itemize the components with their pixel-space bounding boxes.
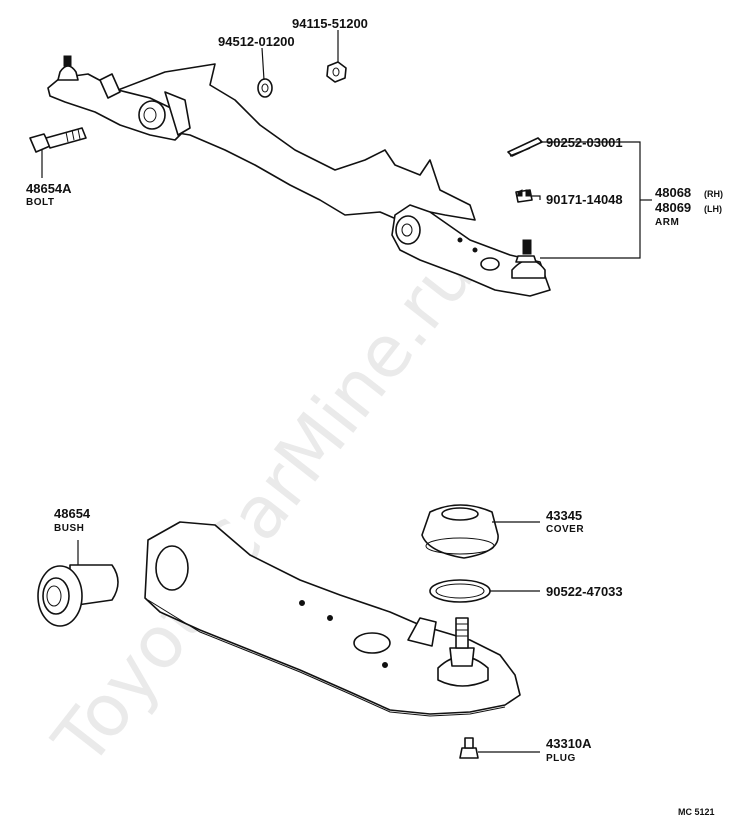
arm-right-rivet bbox=[472, 247, 478, 253]
arm-right-rivet bbox=[457, 237, 463, 243]
part-number-94115: 94115-51200 bbox=[292, 16, 368, 31]
bushing-housing bbox=[164, 91, 191, 136]
castle-nut-drawing bbox=[515, 189, 533, 203]
upper-arm-bushing bbox=[138, 100, 166, 130]
lower-arm-tab bbox=[407, 617, 437, 647]
ball-joint-neck-right bbox=[515, 255, 537, 263]
arm-right bbox=[391, 204, 551, 297]
cover-43345-drawing bbox=[421, 504, 499, 559]
part-name-plug: PLUG bbox=[546, 753, 576, 764]
leader-90171 bbox=[532, 195, 541, 200]
lower-ball-joint-drawing bbox=[437, 617, 489, 687]
nut-94115-drawing bbox=[326, 61, 347, 83]
arm-right-bushing-hole bbox=[401, 223, 413, 237]
part-name-bush: BUSH bbox=[54, 523, 84, 534]
lower-arm-rivet bbox=[327, 615, 333, 621]
part-number-90252: 90252-03001 bbox=[546, 135, 623, 150]
part-suffix-lh: (LH) bbox=[704, 204, 722, 214]
bush-48654-drawing bbox=[37, 564, 119, 627]
part-number-48654: 48654 bbox=[54, 506, 91, 521]
crossmember bbox=[117, 63, 476, 226]
cotter-pin-drawing bbox=[507, 137, 543, 157]
leader-94512 bbox=[261, 47, 265, 81]
bolt-48654a-drawing bbox=[29, 127, 87, 153]
arm-right-hole bbox=[480, 257, 500, 271]
diagram-code: MC 5121 bbox=[678, 807, 715, 817]
part-number-48068: 48068 bbox=[655, 185, 691, 200]
plug-43310a-drawing bbox=[459, 737, 479, 759]
part-number-90522: 90522-47033 bbox=[546, 584, 623, 599]
part-name-cover: COVER bbox=[546, 524, 584, 535]
ball-joint-stud-left bbox=[63, 55, 72, 67]
lower-arm-rivet bbox=[382, 662, 388, 668]
part-number-48654a: 48654A bbox=[26, 181, 72, 196]
lower-arm-rivet bbox=[299, 600, 305, 606]
part-number-43310a: 43310A bbox=[546, 736, 592, 751]
arm-right-bushing bbox=[395, 215, 421, 245]
part-number-43345: 43345 bbox=[546, 508, 582, 523]
upper-arm-bracket bbox=[99, 73, 121, 99]
bushing-hole bbox=[143, 107, 157, 123]
part-number-48069: 48069 bbox=[655, 200, 691, 215]
ring-90522-drawing bbox=[429, 579, 491, 603]
part-suffix-rh: (RH) bbox=[704, 189, 723, 199]
lower-arm-eye bbox=[155, 545, 189, 591]
ball-joint-stud-right bbox=[522, 239, 532, 255]
washer-94512-drawing bbox=[257, 78, 273, 98]
part-number-94512: 94512-01200 bbox=[218, 34, 295, 49]
part-number-90171: 90171-14048 bbox=[546, 192, 623, 207]
ball-joint-left bbox=[57, 65, 79, 81]
part-name-arm: ARM bbox=[655, 217, 679, 228]
lower-arm-boss bbox=[353, 632, 391, 654]
part-name-bolt: BOLT bbox=[26, 197, 54, 208]
